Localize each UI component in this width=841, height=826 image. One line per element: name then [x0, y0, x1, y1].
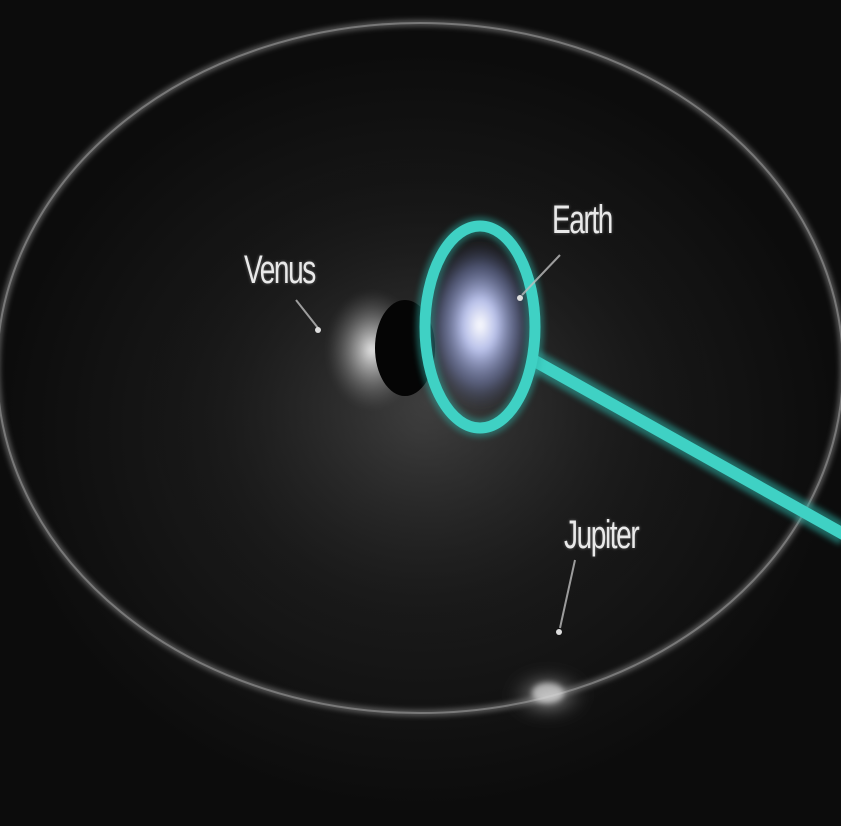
- jupiter-pointer: [559, 559, 576, 629]
- label-earth: Earth: [552, 198, 613, 242]
- earth-pointer-dot: [517, 295, 523, 301]
- venus-pointer-dot: [315, 327, 321, 333]
- earth-pointer: [521, 254, 561, 296]
- label-venus: Venus: [244, 248, 316, 292]
- jupiter-pointer-dot: [556, 629, 562, 635]
- jupiter-body: [532, 683, 564, 703]
- earth-glow: [425, 240, 535, 410]
- label-jupiter: Jupiter: [564, 513, 640, 557]
- highlight-beam: [530, 354, 841, 540]
- highlight-ring: [419, 220, 541, 434]
- venus-pointer: [295, 299, 319, 329]
- background-glow: [130, 140, 730, 660]
- orbit-ring-core: [0, 22, 841, 714]
